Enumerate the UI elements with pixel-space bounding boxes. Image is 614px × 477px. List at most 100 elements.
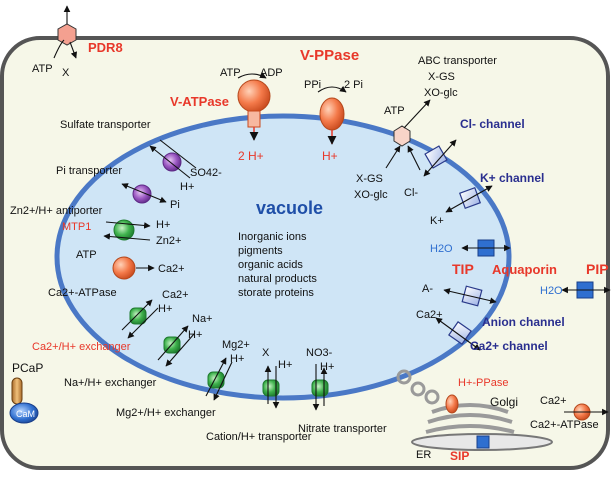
h-ppase-label: H+-PPase <box>458 377 508 389</box>
cation-h-transporter: X H+ Cation/H+ transporter <box>206 347 312 443</box>
h-label: H+ <box>188 329 202 341</box>
anion-channel: A- Anion channel <box>422 283 565 329</box>
h2o-label: H2O <box>540 285 563 297</box>
transporter-circle-icon <box>207 371 225 389</box>
h-label: H+ <box>320 361 334 373</box>
pdr8-transporter: PDR8 ATP X <box>32 5 123 79</box>
cam-protein <box>9 402 39 424</box>
na-h-exchanger: Na+ H+ Na+/H+ exchanger <box>64 313 213 389</box>
content-item: organic acids <box>238 259 303 271</box>
pcap-cam: PCaP CaM <box>9 361 43 424</box>
so4-label: SO42- <box>190 167 222 179</box>
v-atpase: ATP ADP V-ATPase 2 H+ <box>170 67 283 163</box>
sulfate-transporter: Sulfate transporter SO42- H+ <box>60 119 222 193</box>
zn-label: Zn2+/H+ antiporter <box>10 205 103 217</box>
sip-label: SIP <box>450 449 469 463</box>
h2o-label: H2O <box>430 243 453 255</box>
mtp1-label: MTP1 <box>62 221 91 233</box>
ca-atpase-label: Ca2+-ATPase <box>530 419 599 431</box>
abc-transporter: ABC transporter X-GS XO-glc ATP X-GS XO-… <box>354 55 497 201</box>
vacuole-contents: Inorganic ions pigments organic acids na… <box>238 231 317 299</box>
pi-transporter: Pi transporter Pi <box>56 165 180 211</box>
a-minus-label: A- <box>422 283 433 295</box>
anion-channel-label: Anion channel <box>482 315 565 329</box>
pip-label: PIP <box>586 261 609 277</box>
golgi-er: H+-PPase Golgi ER SIP <box>396 369 553 463</box>
h-label: H+ <box>278 359 292 371</box>
cation-h-label: Cation/H+ transporter <box>206 431 312 443</box>
ca-h-exchanger-label: Ca2+/H+ exchanger <box>32 341 131 353</box>
nitrate-transporter: NO3- H+ Nitrate transporter <box>298 347 387 435</box>
ca-channel-label: Ca2+ channel <box>470 339 548 353</box>
adp-label: ADP <box>260 67 283 79</box>
cam-label: CaM <box>16 409 35 419</box>
transporter-circle-icon <box>311 379 329 397</box>
aquaporin-label: Aquaporin <box>492 262 557 277</box>
zn2-label: Zn2+ <box>156 235 181 247</box>
tip-aquaporin: H2O TIP Aquaporin <box>430 239 557 277</box>
pdr8-label: PDR8 <box>88 40 123 55</box>
vacuole-title: vacuole <box>256 198 323 218</box>
pi-transporter-label: Pi transporter <box>56 165 122 177</box>
pcap-protein <box>11 377 23 405</box>
pcap-label: PCaP <box>12 361 43 375</box>
x-label: X <box>62 67 70 79</box>
h-label: H+ <box>230 353 244 365</box>
transporter-circle-icon <box>129 307 147 325</box>
vacuolar-ca-atpase: ATP Ca2+ Ca2+-ATPase <box>48 249 185 299</box>
h-plus-label: H+ <box>322 149 338 163</box>
aquaporin-square-icon <box>476 435 490 449</box>
no3-label: NO3- <box>306 347 333 359</box>
mg-h-exchanger: Mg2+ H+ Mg2+/H+ exchanger <box>116 339 250 419</box>
ca-sub-label: Ca2+ <box>416 309 443 321</box>
ca-sub-label: Ca2+ <box>158 263 185 275</box>
vacuole-membrane <box>54 113 512 401</box>
cl-minus-label: Cl- <box>404 187 418 199</box>
pip-aquaporin: PIP H2O <box>540 261 611 299</box>
k-channel-label: K+ channel <box>480 171 544 185</box>
pump-sphere-icon <box>112 256 136 280</box>
h-label: H+ <box>156 219 170 231</box>
pump-sphere-icon <box>319 97 345 131</box>
atp-label: ATP <box>220 67 241 79</box>
v-ppase-label: V-PPase <box>300 47 359 64</box>
xgs-label: X-GS <box>428 71 455 83</box>
pm-ca-atpase: Ca2+ Ca2+-ATPase <box>530 395 609 431</box>
two-pi-label: 2 Pi <box>344 79 363 91</box>
xgs-label: X-GS <box>356 173 383 185</box>
sulfate-label: Sulfate transporter <box>60 119 151 131</box>
na-label: Na+ <box>192 313 213 325</box>
transporter-circle-icon <box>113 219 135 241</box>
cl-channel-label: Cl- channel <box>460 117 525 131</box>
xoglc-label: XO-glc <box>424 87 458 99</box>
h-ppase-golgi-icon <box>445 394 459 414</box>
abc-label: ABC transporter <box>418 55 497 67</box>
golgi-label: Golgi <box>490 395 518 409</box>
hexagon-transporter-icon <box>393 125 411 147</box>
nitrate-label: Nitrate transporter <box>298 423 387 435</box>
tip-label: TIP <box>452 261 474 277</box>
content-item: natural products <box>238 273 317 285</box>
ca-h-exchanger: Ca2+ H+ Ca2+/H+ exchanger <box>32 289 189 353</box>
ca-atpase-label: Ca2+-ATPase <box>48 287 117 299</box>
ca-sub-label: Ca2+ <box>162 289 189 301</box>
k-channel: K+ channel K+ <box>430 171 544 227</box>
transporter-circle-icon <box>132 184 152 204</box>
mg-label: Mg2+ <box>222 339 250 351</box>
mg-h-exchanger-label: Mg2+/H+ exchanger <box>116 407 216 419</box>
ca-label: Ca2+ <box>540 395 567 407</box>
k-plus-label: K+ <box>430 215 444 227</box>
ca-channel: Ca2+ Ca2+ channel <box>416 309 548 353</box>
atp-label: ATP <box>76 249 97 261</box>
er-label: ER <box>416 449 431 461</box>
h-label: H+ <box>158 303 172 315</box>
two-h-label: 2 H+ <box>238 149 264 163</box>
ppi-label: PPi <box>304 79 321 91</box>
v-ppase: V-PPase PPi 2 Pi H+ <box>300 47 363 163</box>
xoglc-label: XO-glc <box>354 189 388 201</box>
atp-label: ATP <box>384 105 405 117</box>
na-h-exchanger-label: Na+/H+ exchanger <box>64 377 157 389</box>
hexagon-transporter-icon <box>57 23 77 46</box>
